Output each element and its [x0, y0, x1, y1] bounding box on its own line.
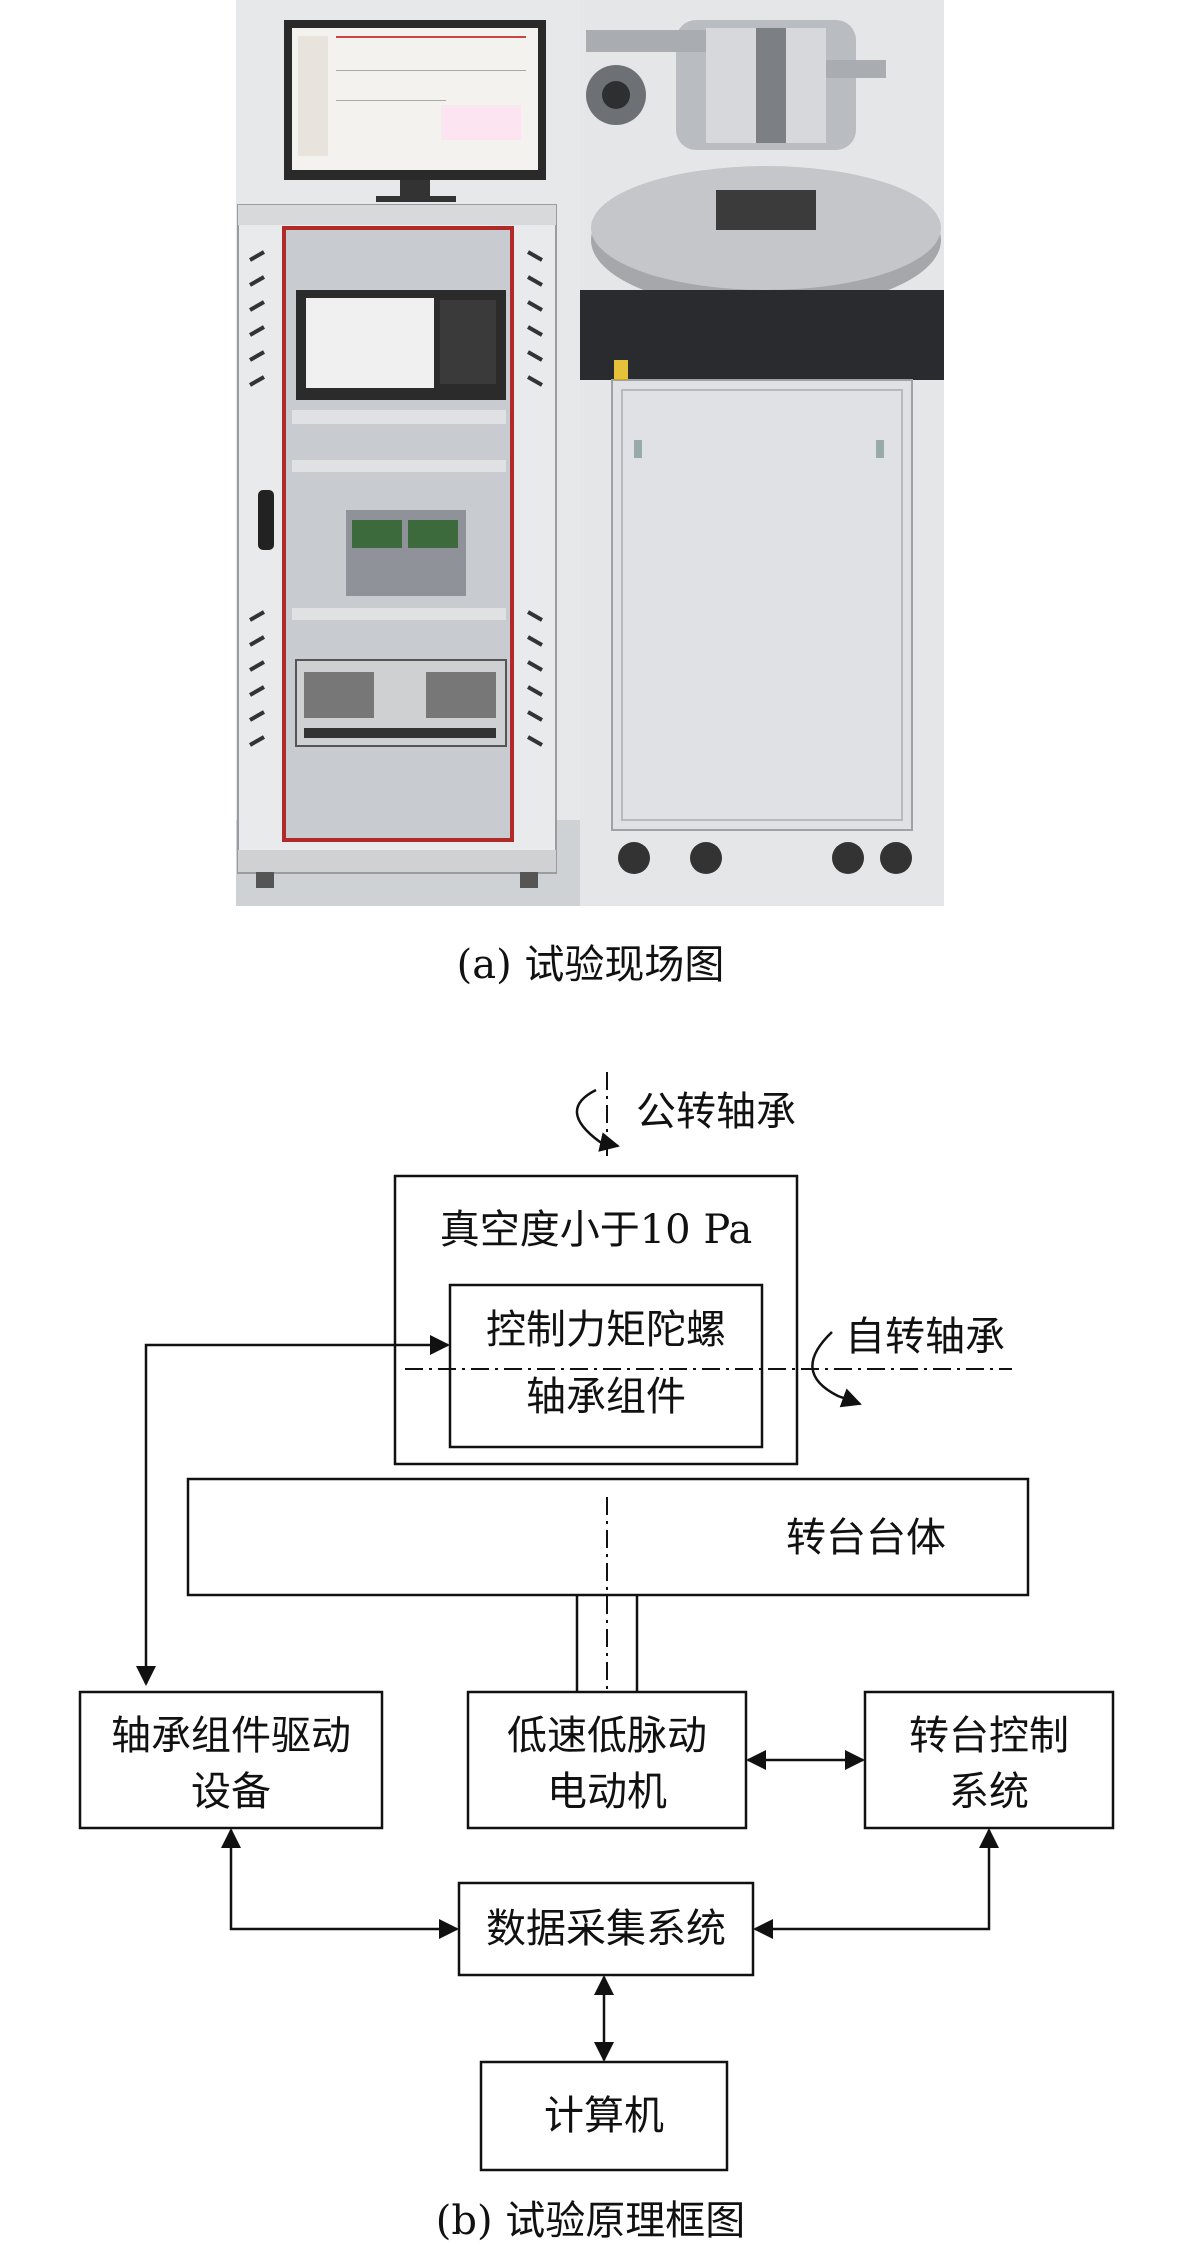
- rotation-bearing-label: 自转轴承: [845, 1314, 1005, 1360]
- drive-label-line2: 设备: [191, 1769, 271, 1815]
- rotation-arrow: [811, 1331, 862, 1408]
- drive-to-gyro-link: [136, 1335, 450, 1686]
- diagram-caption: (b) 试验原理框图: [435, 2198, 746, 2244]
- control-to-daq-link: [753, 1828, 999, 1939]
- motor-label-line2: 电动机: [547, 1769, 667, 1815]
- test-site-photo: [236, 0, 944, 906]
- drive-label-line1: 轴承组件驱动: [111, 1713, 351, 1759]
- revolution-bearing-label: 公转轴承: [636, 1089, 796, 1135]
- motor-label-line1: 低速低脉动: [507, 1713, 707, 1759]
- control-label-line2: 系统: [949, 1769, 1029, 1815]
- test-turntable: [580, 0, 944, 906]
- gyro-bearing-assembly-box: [448, 1283, 764, 1449]
- control-label-line1: 转台控制: [909, 1713, 1069, 1759]
- gyro-label-line1: 控制力矩陀螺: [486, 1307, 726, 1353]
- daq-label: 数据采集系统: [486, 1906, 726, 1952]
- photo-caption: (a) 试验现场图: [456, 942, 725, 988]
- monitor: [284, 20, 546, 202]
- drive-to-daq-link: [221, 1828, 459, 1939]
- revolution-rotation-arrow: [575, 1088, 620, 1152]
- turntable-body-label: 转台台体: [786, 1515, 946, 1561]
- computer-box: [479, 2060, 729, 2172]
- control-rack: [237, 204, 557, 888]
- principle-block-diagram: 公转轴承 真空度小于10 Pa 控制力矩陀螺 轴承组件 自转轴承 转台台体 轴承…: [78, 1072, 1115, 2172]
- vacuum-label: 真空度小于10 Pa: [440, 1207, 753, 1253]
- computer-label: 计算机: [544, 2093, 664, 2139]
- gyro-label-line2: 轴承组件: [526, 1374, 686, 1420]
- vacuum-chamber-box: [393, 1174, 799, 1466]
